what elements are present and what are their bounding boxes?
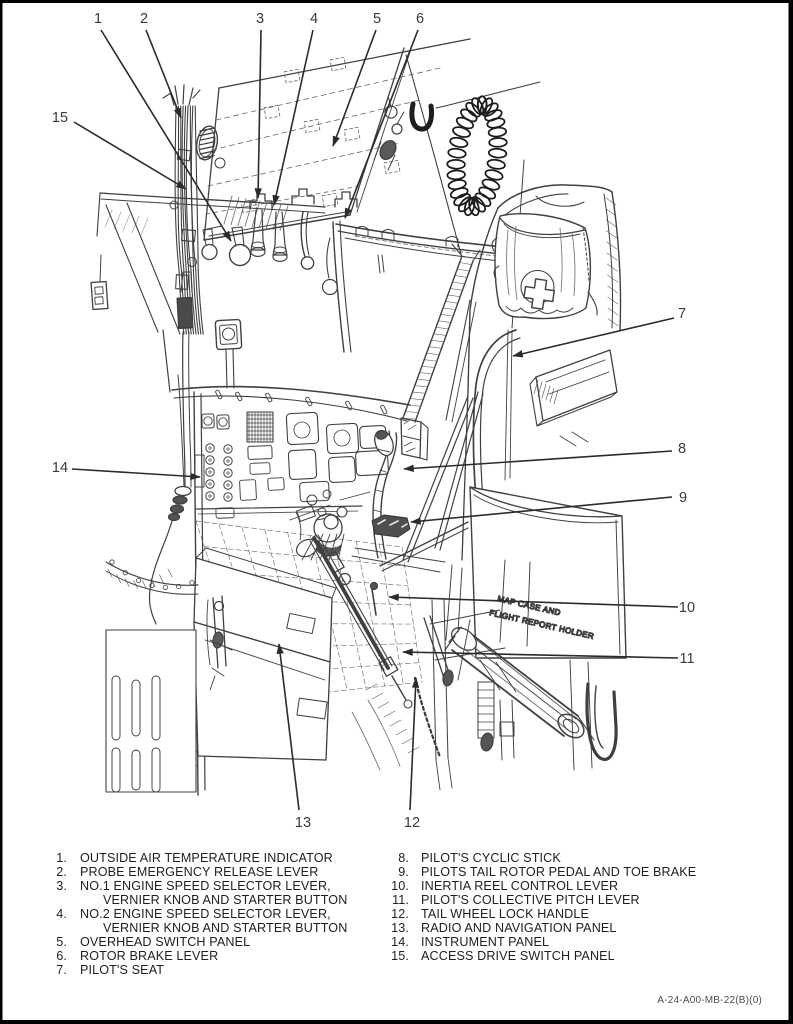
svg-text:A-24-A00-MB-22(B)(0): A-24-A00-MB-22(B)(0) bbox=[657, 995, 762, 1006]
svg-text:NO.2 ENGINE SPEED SELECTOR LEV: NO.2 ENGINE SPEED SELECTOR LEVER, bbox=[80, 907, 331, 921]
svg-text:2.: 2. bbox=[56, 865, 67, 879]
svg-text:2: 2 bbox=[140, 11, 148, 27]
svg-text:7: 7 bbox=[678, 306, 686, 322]
svg-text:INSTRUMENT PANEL: INSTRUMENT PANEL bbox=[421, 935, 549, 949]
svg-text:5: 5 bbox=[373, 11, 381, 27]
svg-text:8: 8 bbox=[678, 441, 686, 457]
svg-text:3: 3 bbox=[256, 11, 264, 27]
svg-text:PROBE EMERGENCY RELEASE LEVER: PROBE EMERGENCY RELEASE LEVER bbox=[80, 865, 318, 879]
svg-text:4: 4 bbox=[310, 11, 318, 27]
svg-text:12.: 12. bbox=[391, 907, 409, 921]
svg-text:1: 1 bbox=[94, 11, 102, 27]
svg-text:7.: 7. bbox=[56, 963, 67, 977]
svg-text:ACCESS DRIVE SWITCH PANEL: ACCESS DRIVE SWITCH PANEL bbox=[421, 949, 615, 963]
svg-text:9: 9 bbox=[679, 490, 687, 506]
svg-text:10.: 10. bbox=[391, 879, 409, 893]
svg-text:12: 12 bbox=[404, 815, 420, 831]
svg-text:6: 6 bbox=[416, 11, 424, 27]
svg-text:15.: 15. bbox=[391, 949, 409, 963]
svg-text:OVERHEAD SWITCH PANEL: OVERHEAD SWITCH PANEL bbox=[80, 935, 250, 949]
svg-text:NO.1 ENGINE SPEED SELECTOR LEV: NO.1 ENGINE SPEED SELECTOR LEVER, bbox=[80, 879, 331, 893]
svg-text:TAIL WHEEL LOCK HANDLE: TAIL WHEEL LOCK HANDLE bbox=[421, 907, 589, 921]
svg-text:ROTOR BRAKE LEVER: ROTOR BRAKE LEVER bbox=[80, 949, 218, 963]
svg-text:13.: 13. bbox=[391, 921, 409, 935]
svg-text:3.: 3. bbox=[56, 879, 67, 893]
svg-text:VERNIER KNOB AND STARTER BUTTO: VERNIER KNOB AND STARTER BUTTON bbox=[103, 921, 347, 935]
svg-text:11: 11 bbox=[679, 651, 694, 667]
svg-text:PILOT'S COLLECTIVE PITCH LEVER: PILOT'S COLLECTIVE PITCH LEVER bbox=[421, 893, 640, 907]
svg-text:PILOTS TAIL ROTOR PEDAL AND TO: PILOTS TAIL ROTOR PEDAL AND TOE BRAKE bbox=[421, 865, 696, 879]
svg-text:5.: 5. bbox=[56, 935, 67, 949]
svg-text:13: 13 bbox=[295, 815, 311, 831]
svg-text:8.: 8. bbox=[398, 851, 409, 865]
svg-text:15: 15 bbox=[52, 110, 68, 126]
svg-text:VERNIER KNOB AND STARTER BUTTO: VERNIER KNOB AND STARTER BUTTON bbox=[103, 893, 347, 907]
svg-text:9.: 9. bbox=[398, 865, 409, 879]
svg-text:14.: 14. bbox=[391, 935, 409, 949]
svg-text:PILOT'S SEAT: PILOT'S SEAT bbox=[80, 963, 164, 977]
svg-text:4.: 4. bbox=[56, 907, 67, 921]
svg-text:14: 14 bbox=[52, 460, 68, 476]
svg-text:INERTIA REEL CONTROL LEVER: INERTIA REEL CONTROL LEVER bbox=[421, 879, 618, 893]
svg-text:6.: 6. bbox=[56, 949, 67, 963]
svg-text:11.: 11. bbox=[392, 893, 409, 907]
svg-text:10: 10 bbox=[679, 600, 695, 616]
svg-text:1.: 1. bbox=[56, 851, 67, 865]
svg-text:RADIO AND NAVIGATION PANEL: RADIO AND NAVIGATION PANEL bbox=[421, 921, 617, 935]
svg-text:OUTSIDE AIR TEMPERATURE INDICA: OUTSIDE AIR TEMPERATURE INDICATOR bbox=[80, 851, 333, 865]
svg-text:PILOT'S CYCLIC STICK: PILOT'S CYCLIC STICK bbox=[421, 851, 561, 865]
